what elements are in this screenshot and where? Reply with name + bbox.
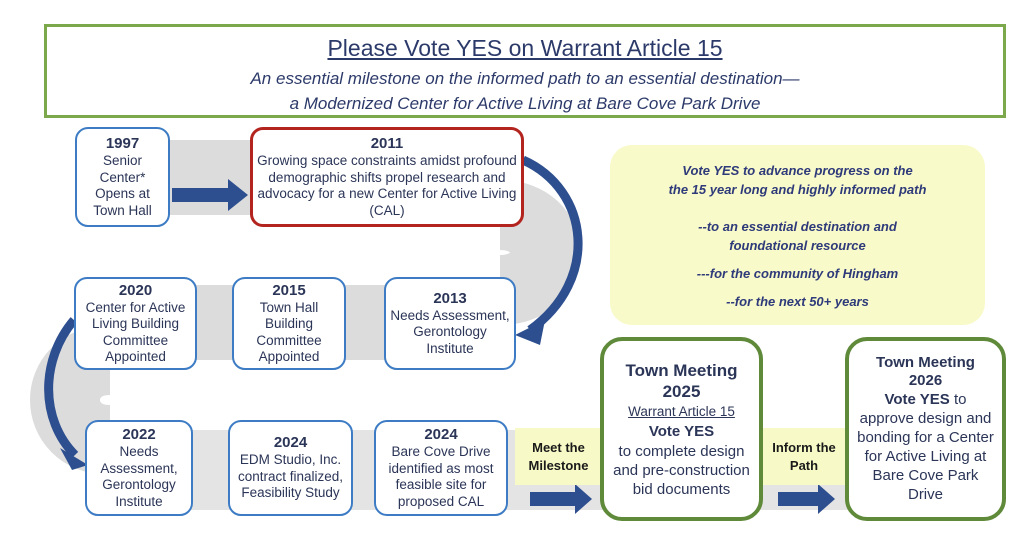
milestone-year: 2024 [424,426,458,443]
callout-line: the 15 year long and highly informed pat… [668,182,927,197]
arrowhead-right [515,320,545,345]
curved-arrow-left [44,317,79,459]
tm-vote: Vote YES [648,422,715,440]
milestone-year: 2015 [272,281,306,299]
milestone-text: Needs Assessment, Gerontology Institute [100,444,178,509]
tm-year: 2026 [908,372,943,389]
milestone-2024-edm: 2024 EDM Studio, Inc. contract finalized… [228,420,353,516]
callout-line: Vote YES to advance progress on the [682,163,913,178]
arrow-meet [530,484,592,514]
label-text: Meet the Milestone [528,439,589,473]
milestone-text: Senior Center* Opens at Town Hall [93,153,152,218]
tm-text: to complete design and pre-construction … [613,442,750,498]
meet-milestone-label: Meet the Milestone [515,428,602,485]
milestone-year: 2024 [273,434,308,452]
tm-title: Town Meeting [625,360,738,380]
milestone-2011: 2011 Growing space constraints amidst pr… [250,127,524,227]
curved-arrow-right [521,155,583,334]
milestone-2015: 2015 Town Hall Building Committee Appoin… [232,277,346,370]
tm-article: Warrant Article 15 [628,403,735,419]
inform-path-label: Inform the Path [762,428,846,485]
callout-line: ---for the community of Hingham [696,266,899,281]
tm-title: Town Meeting [876,354,975,371]
milestone-year: 1997 [105,135,140,152]
milestone-text: Bare Cove Drive identified as most feasi… [388,444,494,509]
callout-line: --for the next 50+ years [726,294,869,309]
page-title: Please Vote YES on Warrant Article 15 [327,35,723,61]
subtitle-line-2: a Modernized Center for Active Living at… [289,94,761,113]
arrow-1997-2011 [172,179,248,211]
arrow-inform [778,484,835,514]
tm-vote: Vote YES [884,391,950,408]
vote-yes-callout: Vote YES to advance progress on the the … [610,145,985,325]
label-text: Inform the Path [772,439,836,473]
milestone-2013: 2013 Needs Assessment, Gerontology Insti… [384,277,516,370]
town-meeting-2026: Town Meeting 2026 Vote YES to approve de… [845,337,1006,521]
subtitle-line-1: An essential milestone on the informed p… [250,69,800,88]
milestone-year: 2020 [118,281,153,299]
title-banner: Please Vote YES on Warrant Article 15 An… [44,24,1006,118]
town-meeting-2025: Town Meeting 2025 Warrant Article 15 Vot… [600,337,763,521]
milestone-text: Needs Assessment, Gerontology Institute [390,307,510,356]
milestone-2024-site: 2024 Bare Cove Drive identified as most … [374,420,508,516]
milestone-year: 2011 [370,135,404,152]
tm-vote-suffix: to [949,391,967,408]
tm-text: approve design and bonding for a Center … [857,410,994,503]
milestone-2022: 2022 Needs Assessment, Gerontology Insti… [85,420,193,516]
callout-line: --to an essential destination and [698,219,897,234]
arrowhead-left [60,448,88,470]
milestone-year: 2022 [122,426,156,443]
milestone-text: Center for Active Living Building Commit… [85,299,186,365]
milestone-2020: 2020 Center for Active Living Building C… [74,277,197,370]
milestone-text: Town Hall Building Committee Appointed [256,299,322,365]
tm-year: 2025 [662,381,701,401]
milestone-1997: 1997 Senior Center* Opens at Town Hall [75,127,170,227]
milestone-text: EDM Studio, Inc. contract finalized, Fea… [237,452,344,501]
callout-line: foundational resource [729,238,866,253]
milestone-text: Growing space constraints amidst profoun… [257,153,517,218]
milestone-year: 2013 [433,289,467,307]
